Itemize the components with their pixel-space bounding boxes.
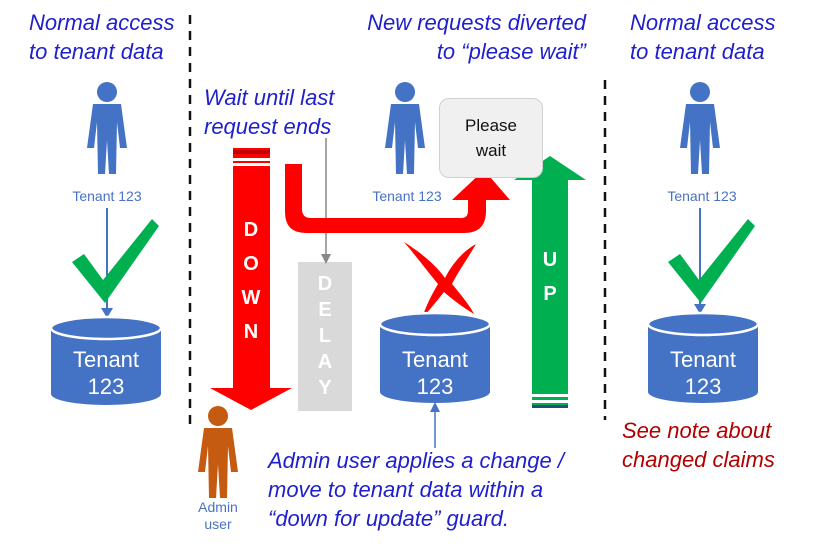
note-right-line2: to tenant data (630, 39, 765, 64)
tenant-label-right: Tenant 123 (667, 188, 737, 204)
database-right-icon (646, 311, 760, 403)
delay-bar (298, 262, 352, 411)
database-left-icon (49, 315, 163, 405)
down-letter: D (244, 219, 258, 241)
note-claims-line1: See note about (622, 418, 772, 443)
down-letter: N (244, 321, 258, 343)
check-right-icon (668, 219, 755, 303)
down-arrow-icon (210, 148, 292, 410)
admin-person-icon (198, 406, 238, 498)
tenant-person-left-icon (87, 82, 127, 174)
tenant-person-right-icon (680, 82, 720, 174)
delay-letter: L (319, 325, 331, 347)
note-claims: See note about changed claims (622, 416, 775, 474)
please-wait-box: Please wait (439, 98, 543, 178)
note-left: Normal access to tenant data (29, 8, 174, 66)
note-right: Normal access to tenant data (630, 8, 775, 66)
request-arrowhead-left (101, 308, 113, 318)
wait-pointer-head (321, 254, 331, 264)
admin-label: Admin user (188, 499, 248, 533)
note-wait-line2: request ends (204, 114, 332, 139)
delay-letter: D (318, 273, 332, 295)
tenant-label-left: Tenant 123 (72, 188, 142, 204)
note-admin-line3: “down for update” guard. (268, 506, 509, 531)
db-left-label-1: Tenant (73, 347, 139, 372)
up-arrow-icon (514, 156, 586, 408)
note-wait-line1: Wait until last (204, 85, 335, 110)
note-middle: New requests diverted to “please wait” (346, 8, 586, 66)
note-right-line1: Normal access (630, 10, 776, 35)
delay-letter: E (318, 299, 331, 321)
delay-letter: Y (318, 377, 332, 399)
please-wait-line1: Please (465, 116, 517, 135)
tenant-person-middle-icon (385, 82, 425, 174)
db-left-label-2: 123 (88, 374, 125, 399)
db-right-label-1: Tenant (670, 347, 736, 372)
db-right-label-2: 123 (685, 374, 722, 399)
check-left-icon (72, 219, 159, 303)
delay-letter: A (318, 351, 332, 373)
note-middle-line1: New requests diverted (367, 10, 586, 35)
note-wait: Wait until last request ends (204, 83, 334, 141)
up-letter: U (543, 249, 557, 271)
down-letter: O (243, 253, 259, 275)
note-admin-line1: Admin user applies a change / (268, 448, 564, 473)
db-middle-label-1: Tenant (402, 347, 468, 372)
admin-label-line1: Admin (198, 499, 238, 515)
note-admin: Admin user applies a change / move to te… (268, 446, 564, 533)
please-wait-line2: wait (475, 141, 507, 160)
divert-arrow-icon (285, 164, 510, 233)
cross-icon (404, 242, 476, 318)
db-middle-label-2: 123 (417, 374, 454, 399)
database-middle-icon (378, 311, 492, 403)
admin-pointer-head (430, 402, 440, 412)
note-admin-line2: move to tenant data within a (268, 477, 544, 502)
up-letter: P (543, 283, 556, 305)
request-arrowhead-right (694, 304, 706, 314)
note-left-line2: to tenant data (29, 39, 164, 64)
admin-label-line2: user (204, 516, 232, 532)
note-middle-line2: to “please wait” (436, 39, 586, 64)
down-letter: W (242, 287, 261, 309)
note-claims-line2: changed claims (622, 447, 775, 472)
tenant-label-middle: Tenant 123 (372, 188, 442, 204)
note-left-line1: Normal access (29, 10, 175, 35)
